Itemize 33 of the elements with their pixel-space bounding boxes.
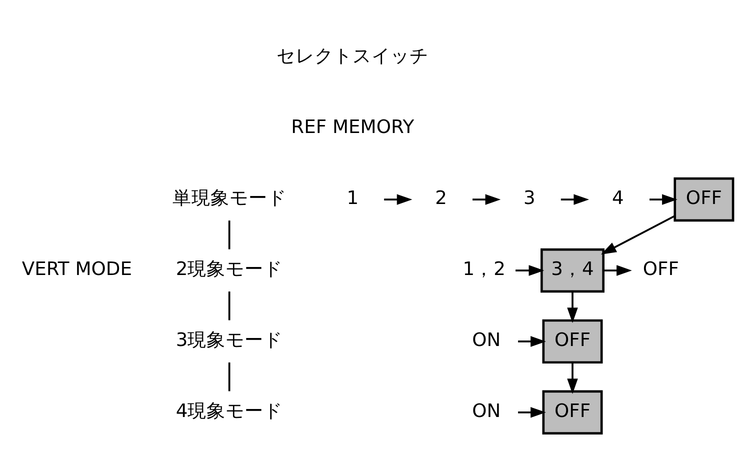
label: REF MEMORY bbox=[291, 116, 414, 138]
node-text: 3現象モード bbox=[176, 330, 283, 351]
connector bbox=[228, 220, 230, 250]
connector bbox=[228, 362, 230, 392]
node-box: OFF bbox=[542, 390, 603, 434]
node-text: 2 bbox=[435, 188, 447, 209]
arrow bbox=[516, 265, 544, 276]
node-box: 3，4 bbox=[540, 248, 604, 293]
label: VERT MODE bbox=[22, 258, 132, 280]
node-text: 2現象モード bbox=[176, 258, 283, 280]
arrow bbox=[384, 194, 412, 205]
connector bbox=[228, 292, 230, 320]
arrow bbox=[567, 362, 578, 394]
node-text: 1 bbox=[346, 188, 359, 209]
arrow bbox=[567, 292, 578, 324]
node-box: OFF bbox=[542, 319, 603, 364]
label: セレクトスイッチ bbox=[276, 46, 429, 68]
node-text: 単現象モード bbox=[172, 188, 286, 209]
arrow bbox=[649, 194, 678, 205]
arrow bbox=[518, 407, 546, 418]
node-text: 3 bbox=[524, 188, 536, 209]
node-box: OFF bbox=[674, 177, 734, 222]
node-text: 1，2 bbox=[462, 258, 506, 280]
arrow bbox=[604, 265, 632, 276]
node-text: ON bbox=[472, 400, 501, 422]
arrow bbox=[472, 194, 501, 205]
node-text: OFF bbox=[642, 258, 679, 280]
node-text: ON bbox=[472, 330, 501, 351]
node-text: 4 bbox=[612, 188, 624, 209]
arrow bbox=[518, 336, 546, 347]
node-text: 4現象モード bbox=[176, 400, 283, 422]
arrow bbox=[600, 215, 676, 254]
arrow bbox=[560, 194, 590, 205]
